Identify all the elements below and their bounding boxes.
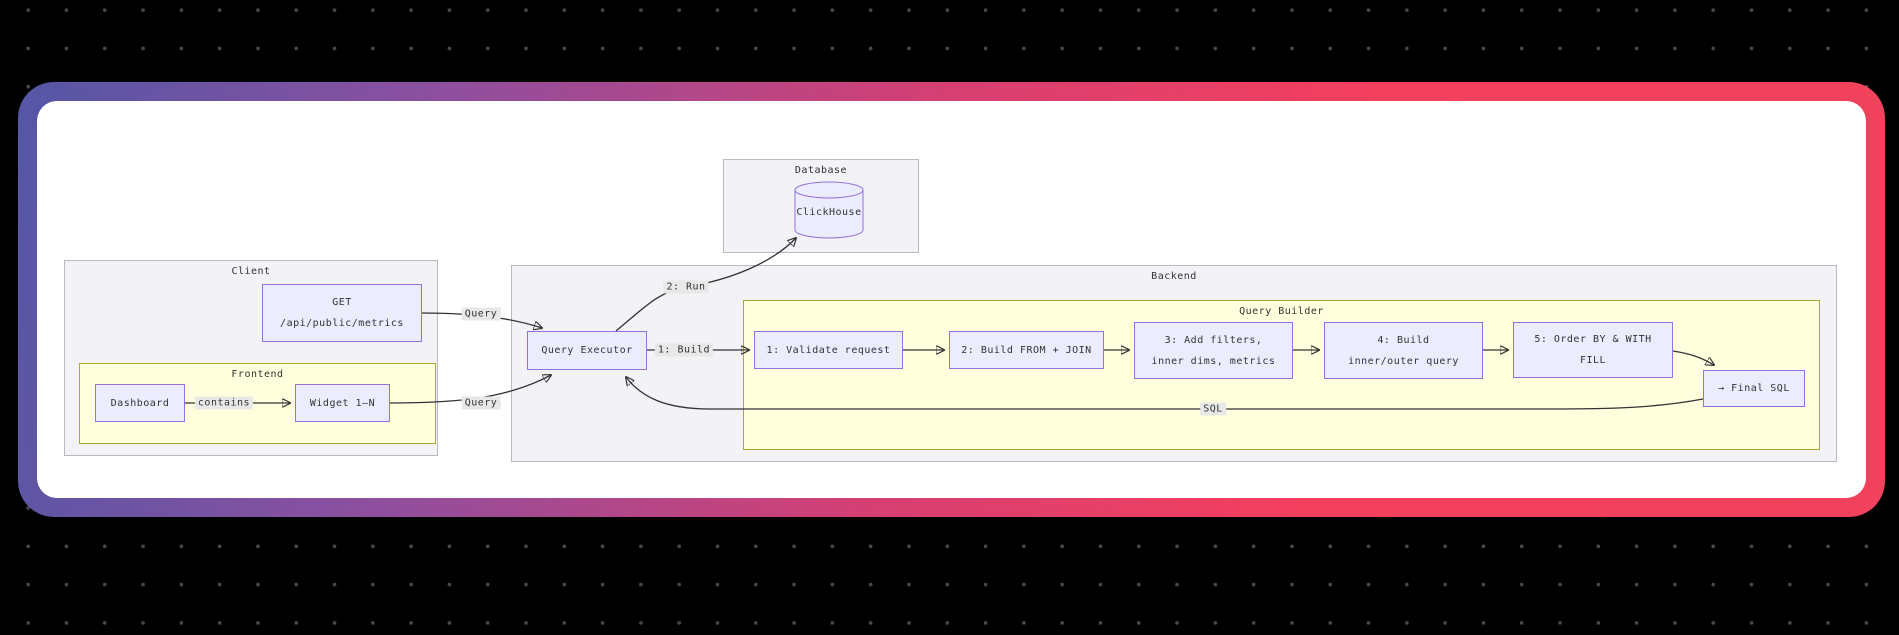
node-step5-order-by: 5: Order BY & WITH FILL xyxy=(1513,322,1673,378)
cluster-client-title: Client xyxy=(231,266,271,277)
database-cylinder-icon xyxy=(794,181,864,239)
node-final-sql: → Final SQL xyxy=(1703,370,1805,407)
node-dashboard: Dashboard xyxy=(95,384,185,422)
edge-label-build: 1: Build xyxy=(654,343,714,357)
node-step1-validate: 1: Validate request xyxy=(754,331,903,369)
node-step4-inner-outer: 4: Build inner/outer query xyxy=(1324,322,1483,379)
node-clickhouse-label: ClickHouse xyxy=(796,207,862,218)
node-step3-line2: inner dims, metrics xyxy=(1151,355,1276,367)
cluster-query-builder-title: Query Builder xyxy=(1239,306,1324,317)
node-step4-line1: 4: Build xyxy=(1377,334,1430,346)
edge-label-query-widget: Query xyxy=(461,396,501,410)
node-widget: Widget 1–N xyxy=(295,384,390,422)
node-get-endpoint: GET /api/public/metrics xyxy=(262,284,422,342)
cluster-backend-title: Backend xyxy=(1151,271,1197,282)
cluster-database-title: Database xyxy=(794,165,848,176)
node-step5-line1: 5: Order BY & WITH xyxy=(1534,334,1652,345)
node-get-endpoint-line1: GET xyxy=(332,297,352,308)
node-query-executor-label: Query Executor xyxy=(541,345,633,356)
node-final-sql-label: → Final SQL xyxy=(1718,383,1790,394)
edge-label-sql: SQL xyxy=(1200,402,1226,416)
node-step1-label: 1: Validate request xyxy=(766,344,891,356)
node-step5-line2: FILL xyxy=(1579,355,1607,366)
node-step4-line2: inner/outer query xyxy=(1348,355,1459,367)
node-step2-from-join: 2: Build FROM + JOIN xyxy=(949,331,1104,369)
node-widget-label: Widget 1–N xyxy=(309,397,376,409)
node-step3-filters: 3: Add filters, inner dims, metrics xyxy=(1134,322,1293,379)
node-dashboard-label: Dashboard xyxy=(110,397,170,409)
node-clickhouse: ClickHouse xyxy=(794,181,864,241)
edge-label-contains: contains xyxy=(194,396,254,410)
node-step2-label: 2: Build FROM + JOIN xyxy=(961,344,1092,356)
node-query-executor: Query Executor xyxy=(527,331,647,370)
edge-label-run: 2: Run xyxy=(663,280,709,294)
edge-label-query-get: Query xyxy=(461,307,501,321)
node-step3-line1: 3: Add filters, xyxy=(1164,334,1263,346)
edge-final-sql-to-executor xyxy=(626,377,1704,410)
edge-step5-to-final-sql xyxy=(1672,350,1714,365)
cluster-frontend-title: Frontend xyxy=(231,369,284,380)
node-get-endpoint-line2: /api/public/metrics xyxy=(280,318,404,329)
